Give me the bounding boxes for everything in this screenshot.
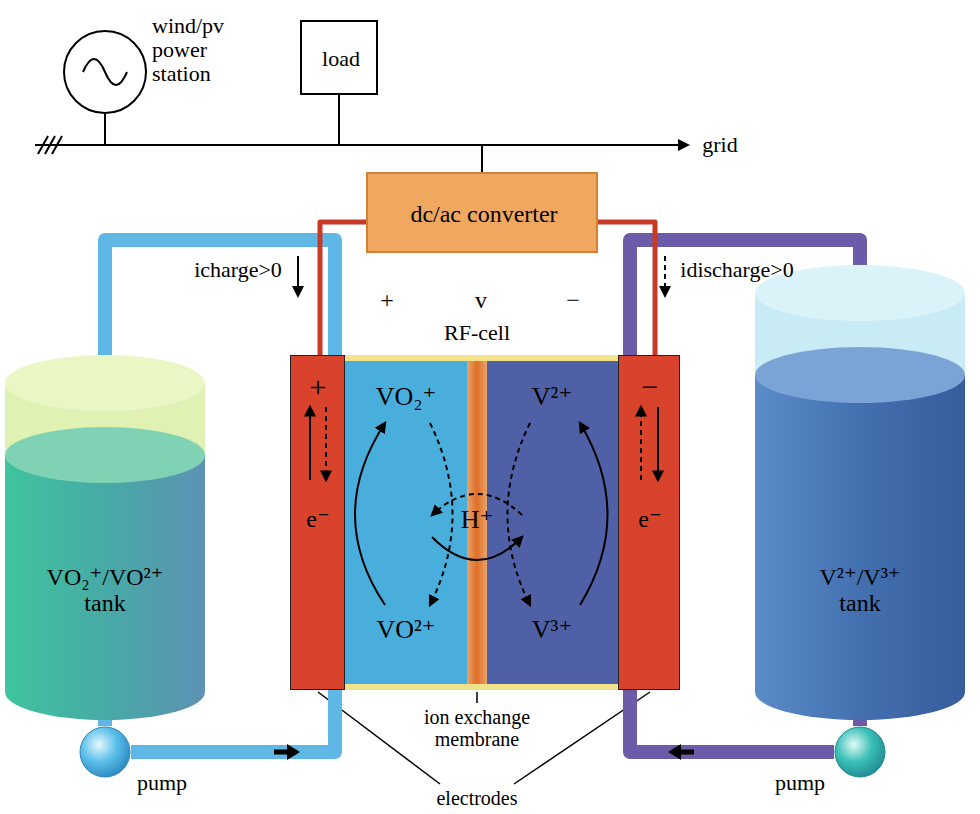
flow-arrow-tip bbox=[287, 744, 300, 760]
reaction-arrow bbox=[309, 407, 311, 480]
pump-label: pump bbox=[775, 771, 825, 795]
polarity-sign: − bbox=[642, 370, 659, 403]
power-station-symbol: wind/pv power station bbox=[63, 30, 147, 114]
flow-arrowhead bbox=[668, 744, 694, 760]
converter-box: dc/ac converter bbox=[366, 172, 598, 253]
dc-wire bbox=[598, 222, 655, 355]
cell-frame bbox=[345, 684, 618, 690]
pump-symbol-shape bbox=[834, 726, 886, 778]
cell-title: RF-cell bbox=[444, 321, 510, 345]
pump-symbol: pump bbox=[79, 726, 131, 778]
ion-label: V²⁺ bbox=[532, 383, 572, 412]
liquid-surface bbox=[5, 427, 205, 483]
electrolyte-pipe bbox=[98, 720, 112, 726]
tank-liquid bbox=[755, 375, 965, 720]
reaction-arrow bbox=[508, 423, 531, 605]
electrolyte-tank: VO₂⁺/VO²⁺ tank bbox=[5, 355, 205, 720]
pump-body bbox=[80, 727, 130, 777]
power-line bbox=[105, 114, 482, 172]
reaction-arrow bbox=[640, 407, 642, 480]
ion-label: VO²⁺ bbox=[376, 616, 435, 645]
positive-electrolyte: VO₂⁺ VO²⁺ bbox=[345, 355, 467, 690]
load-box: load bbox=[300, 20, 378, 95]
reaction-arrow bbox=[325, 407, 327, 480]
ion-label: V³⁺ bbox=[532, 616, 572, 645]
pump-body bbox=[835, 727, 885, 777]
tank-label: V²⁺/V³⁺ tank bbox=[813, 564, 908, 617]
flow-arrowhead bbox=[274, 744, 300, 760]
grid-arrowhead bbox=[678, 139, 690, 151]
pump-symbol: pump bbox=[834, 726, 886, 778]
leader-line bbox=[476, 692, 478, 703]
electrolyte-pipe bbox=[853, 720, 867, 726]
reaction-arrow bbox=[580, 423, 608, 605]
power-line bbox=[339, 95, 482, 172]
pump-symbol-shape bbox=[79, 726, 131, 778]
electrolyte-tank: V²⁺/V³⁺ tank bbox=[755, 265, 965, 720]
positive-electrode: + e⁻ bbox=[290, 355, 345, 690]
discharge-current-arrow bbox=[664, 256, 666, 288]
power-station-symbol-shape bbox=[63, 30, 147, 114]
pump-label: pump bbox=[137, 771, 187, 795]
ion-label: H⁺ bbox=[461, 506, 494, 535]
tank-liquid bbox=[5, 455, 205, 720]
voltage-sign: − bbox=[566, 287, 580, 313]
charge-current-arrow bbox=[297, 256, 299, 288]
box-label: load bbox=[322, 47, 360, 71]
station-label: wind/pv power station bbox=[152, 14, 237, 87]
electrolyte-tank-shape bbox=[755, 265, 965, 720]
tank-label: VO₂⁺/VO²⁺ tank bbox=[35, 564, 175, 617]
voltage-label: v bbox=[475, 287, 487, 313]
generator-circle bbox=[64, 31, 146, 113]
charge-arrowhead bbox=[292, 286, 304, 298]
part-label: ion exchange membrane bbox=[402, 706, 552, 750]
part-label: electrodes bbox=[436, 787, 517, 809]
reaction-arrow bbox=[355, 423, 385, 605]
electrolyte-pipe bbox=[105, 240, 335, 355]
electron-label: e⁻ bbox=[306, 506, 329, 532]
electrolyte-tank-shape bbox=[5, 355, 205, 720]
reaction-arrow bbox=[657, 407, 659, 480]
grid-label: grid bbox=[702, 133, 737, 157]
box-label: dc/ac converter bbox=[410, 201, 557, 227]
polarity-sign: + bbox=[310, 370, 327, 403]
discharge-arrowhead bbox=[659, 286, 671, 298]
ion-label: VO₂⁺ bbox=[376, 383, 436, 412]
sine-symbol bbox=[83, 59, 127, 85]
liquid-surface bbox=[755, 347, 965, 403]
voltage-sign: + bbox=[380, 287, 394, 313]
dc-wire bbox=[320, 222, 366, 355]
three-phase-mark bbox=[52, 136, 62, 154]
current-label: icharge>0 bbox=[194, 258, 282, 282]
flow-arrow-tip bbox=[668, 744, 681, 760]
tank-lid bbox=[5, 355, 205, 411]
negative-electrode: − e⁻ bbox=[618, 355, 680, 690]
current-label: idischarge>0 bbox=[680, 258, 793, 282]
cell-frame bbox=[345, 355, 618, 361]
reaction-arrow bbox=[432, 537, 522, 560]
negative-electrolyte: V²⁺ V³⁺ bbox=[487, 355, 618, 690]
electron-label: e⁻ bbox=[638, 506, 661, 532]
